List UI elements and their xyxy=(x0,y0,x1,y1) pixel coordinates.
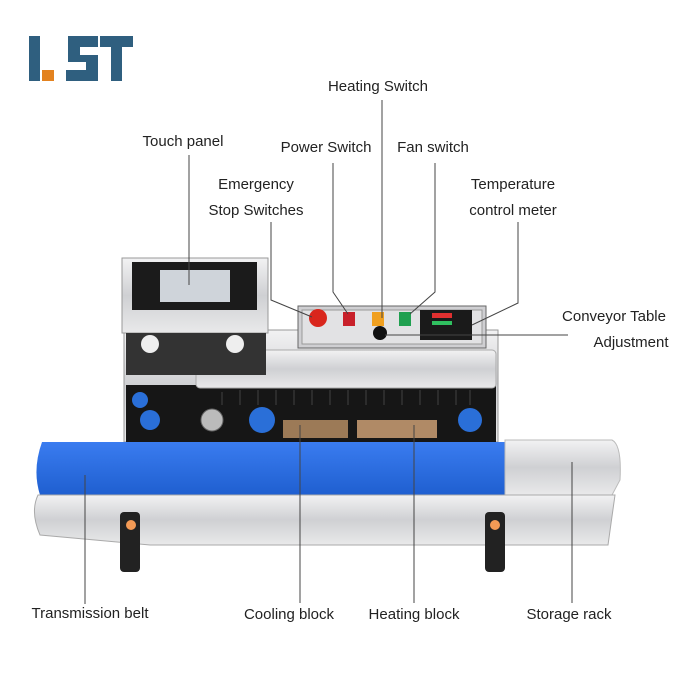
label-touch-panel: Touch panel xyxy=(142,133,224,150)
label-cooling-block: Cooling block xyxy=(243,606,335,623)
label-conveyor-line1: Conveyor Table xyxy=(562,308,666,325)
label-fan-switch: Fan switch xyxy=(397,139,469,156)
power-switch-icon xyxy=(343,312,355,326)
label-heating-switch: Heating Switch xyxy=(327,78,429,95)
leader-lines xyxy=(84,100,573,604)
sealer-machine xyxy=(34,257,621,572)
label-emergency-line1: Emergency xyxy=(218,176,294,193)
label-power-switch: Power Switch xyxy=(280,139,372,156)
label-storage-rack: Storage rack xyxy=(526,606,612,623)
emergency-stop-icon xyxy=(309,309,327,327)
label-emergency-line2: Stop Switches xyxy=(208,202,304,219)
label-conveyor-line2: Adjustment xyxy=(593,334,669,351)
label-temperature-line2: control meter xyxy=(469,202,557,219)
label-transmission-belt: Transmission belt xyxy=(31,605,149,622)
label-heating-block: Heating block xyxy=(368,606,460,623)
label-temperature-line1: Temperature xyxy=(470,176,556,193)
fan-switch-icon xyxy=(399,312,411,326)
heating-switch-icon xyxy=(372,312,384,326)
lst-logo xyxy=(29,36,133,81)
